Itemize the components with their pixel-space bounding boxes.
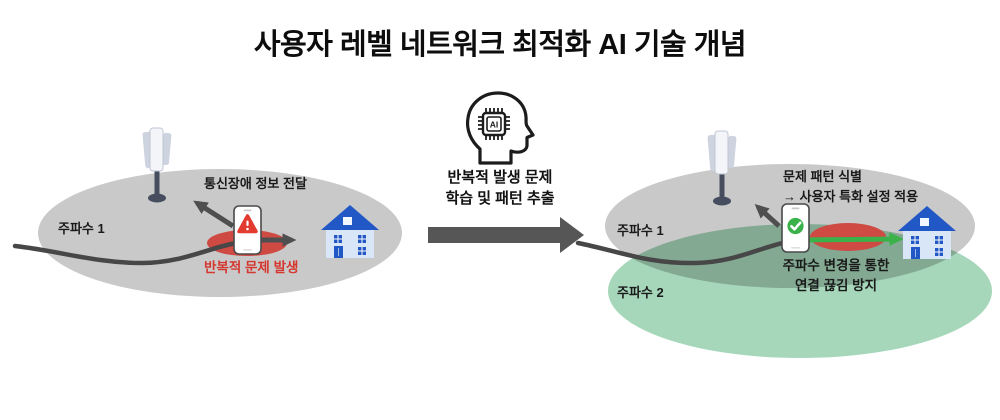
coverage-area-frequency2 xyxy=(608,224,992,358)
signal-path-line-right xyxy=(575,238,795,266)
arrow-report-to-tower-right xyxy=(754,203,781,228)
warning-triangle-icon xyxy=(237,214,258,234)
repeated-problem-label: 반복적 문제 발생 xyxy=(204,260,299,275)
pattern-label-line2: → 사용자 특화 설정 적용 xyxy=(783,189,919,204)
arrow-new-frequency-to-house xyxy=(795,232,904,246)
page-title: 사용자 레벨 네트워크 최적화 AI 기술 개념 xyxy=(253,29,747,61)
arrow-report-to-tower xyxy=(193,200,235,229)
ai-head-chip-icon: AI xyxy=(465,91,535,165)
pattern-identification-label: 문제 패턴 식별 → 사용자 특화 설정 적용 xyxy=(783,167,918,207)
ai-caption-line2: 학습 및 패턴 추출 xyxy=(445,190,555,207)
solution-label-line1: 주파수 변경을 통한 xyxy=(782,258,890,273)
ai-caption-line1: 반복적 발생 문제 xyxy=(447,169,553,186)
coverage-area-frequency1-left xyxy=(38,169,402,297)
solution-label-line2: 연결 끊김 방지 xyxy=(794,278,878,293)
frequency1-label-before: 주파수 1 xyxy=(58,221,105,236)
report-arrow-label: 통신장애 정보 전달 xyxy=(204,176,307,191)
signal-path-line-left xyxy=(12,239,245,266)
check-circle-icon xyxy=(785,216,806,236)
pattern-label-line1: 문제 패턴 식별 xyxy=(783,169,862,184)
transform-arrow xyxy=(428,217,584,253)
ai-chip-label: AI xyxy=(490,120,499,130)
frequency1-label-after: 주파수 1 xyxy=(617,223,664,238)
smartphone-warning xyxy=(233,205,262,255)
smartphone-success xyxy=(781,203,810,253)
frequency2-label-after: 주파수 2 xyxy=(617,285,664,300)
frequency-change-label: 주파수 변경을 통한 연결 끊김 방지 xyxy=(783,256,890,296)
ai-process-caption: 반복적 발생 문제 학습 및 패턴 추출 xyxy=(445,167,554,209)
